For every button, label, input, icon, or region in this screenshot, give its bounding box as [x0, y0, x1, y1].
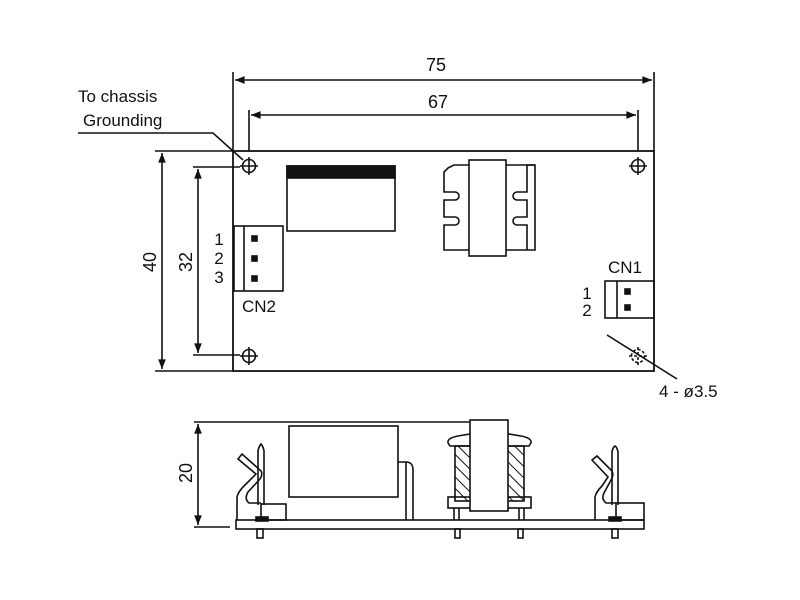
cn1-pin-1: 1	[582, 284, 592, 303]
mounting-hole-icon	[240, 157, 258, 175]
grounding-leader	[78, 132, 244, 161]
component-capacitor	[286, 165, 396, 232]
dimension-67-label: 67	[428, 92, 449, 112]
cn2-pin-1: 1	[214, 230, 224, 249]
dimension-40	[155, 150, 233, 372]
component-transformer-top	[443, 159, 536, 257]
transformer-side	[447, 419, 532, 539]
dimension-32	[193, 166, 240, 356]
dimension-20	[194, 421, 470, 528]
cn1-pin-2: 2	[582, 301, 592, 320]
cn2-pin-2: 2	[214, 249, 224, 268]
dimension-67	[248, 110, 639, 151]
dimension-32-label: 32	[176, 251, 196, 273]
pcb-side	[235, 519, 645, 530]
grounding-label-line2: Grounding	[83, 111, 163, 130]
cn2-label: CN2	[242, 297, 277, 316]
capacitor-side	[288, 425, 399, 498]
top-view	[78, 72, 678, 380]
dimension-20-label: 20	[176, 462, 196, 484]
dimension-75	[232, 72, 655, 151]
connector-cn1	[604, 280, 655, 319]
dimension-40-label: 40	[140, 251, 160, 273]
cn1-label: CN1	[608, 258, 643, 277]
side-view	[194, 419, 645, 539]
dimension-75-label: 75	[426, 55, 447, 75]
connector-cn2	[233, 225, 284, 292]
mounting-hole-label: 4 - ø3.5	[659, 382, 718, 401]
pcb-outline	[232, 150, 655, 372]
mounting-hole-icon	[240, 347, 258, 365]
right-mount-clip	[590, 445, 645, 539]
cn2-pin-3: 3	[214, 268, 224, 287]
grounding-label-line1: To chassis	[78, 87, 158, 106]
mounting-hole-icon	[629, 347, 647, 365]
hole-diameter-leader	[606, 334, 678, 380]
mounting-hole-icon	[629, 157, 647, 175]
left-mount-clip	[236, 442, 287, 539]
